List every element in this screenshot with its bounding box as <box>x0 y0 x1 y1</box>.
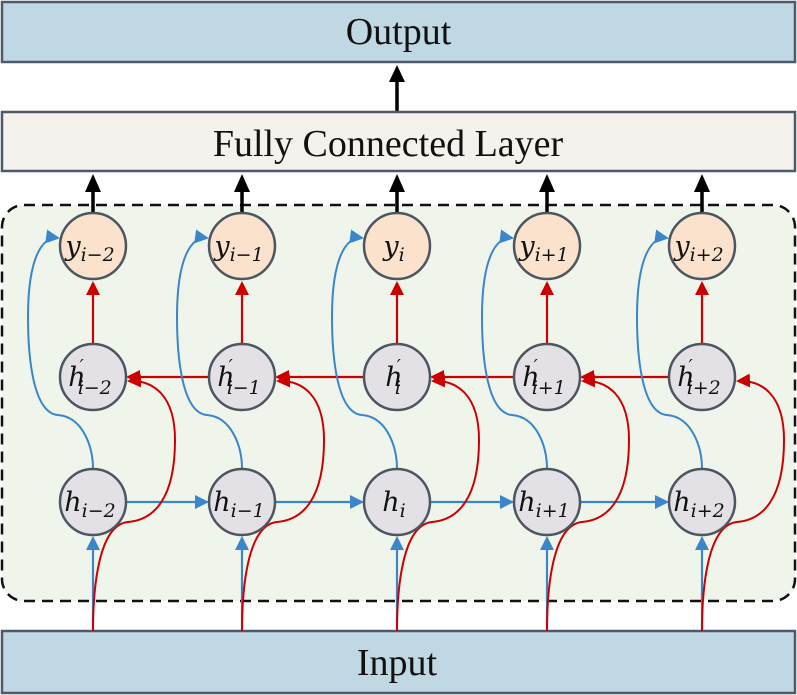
backward-h-node-3: h′i <box>362 342 432 412</box>
input-to-backward-curve-4 <box>546 373 631 632</box>
edges-layer <box>26 174 786 632</box>
output-y-node-5: yi+2 <box>667 211 737 281</box>
backward-h-node-circle <box>667 342 737 412</box>
forward-to-y-curve-3 <box>330 229 398 470</box>
y-to-fc-arrowhead-5 <box>694 174 710 192</box>
output-y-node-circle <box>58 211 128 281</box>
forward-h-node-label: hi <box>382 487 405 522</box>
forward-h-node-label: hi+1 <box>518 487 569 522</box>
output-y-node-label: yi <box>382 231 404 266</box>
y-to-fc-arrowhead-4 <box>539 174 555 192</box>
output-y-node-2: yi−1 <box>207 211 277 281</box>
forward-h-node-label: hi−1 <box>213 487 264 522</box>
backward-h-node-5: h′i+2 <box>667 342 737 412</box>
input-box-rect <box>0 629 797 695</box>
backward-h-node-2: h′i−1 <box>207 342 277 412</box>
y-to-fc-arrowhead-1 <box>85 174 101 192</box>
output-y-node-circle <box>512 211 582 281</box>
backward-h-node-circle <box>512 342 582 412</box>
backward-h-node-circle <box>207 342 277 412</box>
forward-to-y-curve-2 <box>175 229 243 470</box>
output-y-node-circle <box>667 211 737 281</box>
input-to-backward-curve-5 <box>701 373 786 632</box>
backward-h-node-label: h′i−2 <box>68 356 112 399</box>
y-to-fc-arrowhead-3 <box>389 174 405 192</box>
backward-h-node-label: h′i+2 <box>677 356 721 399</box>
backward-h-node-circle <box>58 342 128 412</box>
fc-to-output-arrow <box>389 65 405 111</box>
forward-to-y-curve-5 <box>635 229 703 470</box>
forward-h-node-4: hi+1 <box>512 467 582 537</box>
forward-to-y-curve-4 <box>480 229 548 470</box>
output-y-node-label: yi+2 <box>673 231 723 266</box>
output-y-node-3: yi <box>362 211 432 281</box>
output-y-node-label: yi+1 <box>518 231 568 266</box>
fully-connected-layer-box: Fully Connected Layer <box>0 110 797 173</box>
forward-h-node-2: hi−1 <box>207 467 277 537</box>
forward-h-node-circle <box>362 467 432 537</box>
output-y-node-1: yi−2 <box>58 211 128 281</box>
output-label: Output <box>346 11 452 53</box>
input-to-backward-curve-3 <box>396 373 481 632</box>
input-label: Input <box>357 642 438 684</box>
nodes-layer: yi−2 h′i−2 hi−2 yi−1 h′i−1 hi−1 yi h′i hi yi+1 h′i… <box>58 211 737 537</box>
backward-h-node-4: h′i+1 <box>512 342 582 412</box>
forward-h-node-5: hi+2 <box>667 467 737 537</box>
input-layer-box: Input <box>0 629 797 695</box>
output-y-node-label: yi−2 <box>64 231 114 266</box>
fc-box-rect <box>0 110 797 173</box>
forward-to-y-curve-1 <box>26 229 94 470</box>
forward-h-node-circle <box>667 467 737 537</box>
forward-h-node-circle <box>207 467 277 537</box>
backward-h-node-1: h′i−2 <box>58 342 128 412</box>
output-layer-box: Output <box>0 0 797 64</box>
output-y-node-circle <box>207 211 277 281</box>
output-y-node-circle <box>362 211 432 281</box>
fc-to-output-arrowhead <box>389 65 405 82</box>
input-to-backward-curve-1 <box>92 373 177 632</box>
input-to-backward-curve-2 <box>241 373 326 632</box>
output-y-node-label: yi−1 <box>213 231 263 266</box>
forward-h-node-label: hi−2 <box>64 487 115 522</box>
forward-h-node-3: hi <box>362 467 432 537</box>
backward-h-node-label: h′i <box>385 356 402 399</box>
backward-h-node-label: h′i−1 <box>217 356 261 399</box>
fc-label: Fully Connected Layer <box>213 123 564 165</box>
forward-h-node-circle <box>58 467 128 537</box>
forward-h-node-1: hi−2 <box>58 467 128 537</box>
y-to-fc-arrowhead-2 <box>234 174 250 192</box>
output-y-node-4: yi+1 <box>512 211 582 281</box>
forward-h-node-label: hi+2 <box>673 487 724 522</box>
output-box-rect <box>0 0 797 64</box>
backward-h-node-label: h′i+1 <box>522 356 566 399</box>
backward-h-node-circle <box>362 342 432 412</box>
forward-h-node-circle <box>512 467 582 537</box>
